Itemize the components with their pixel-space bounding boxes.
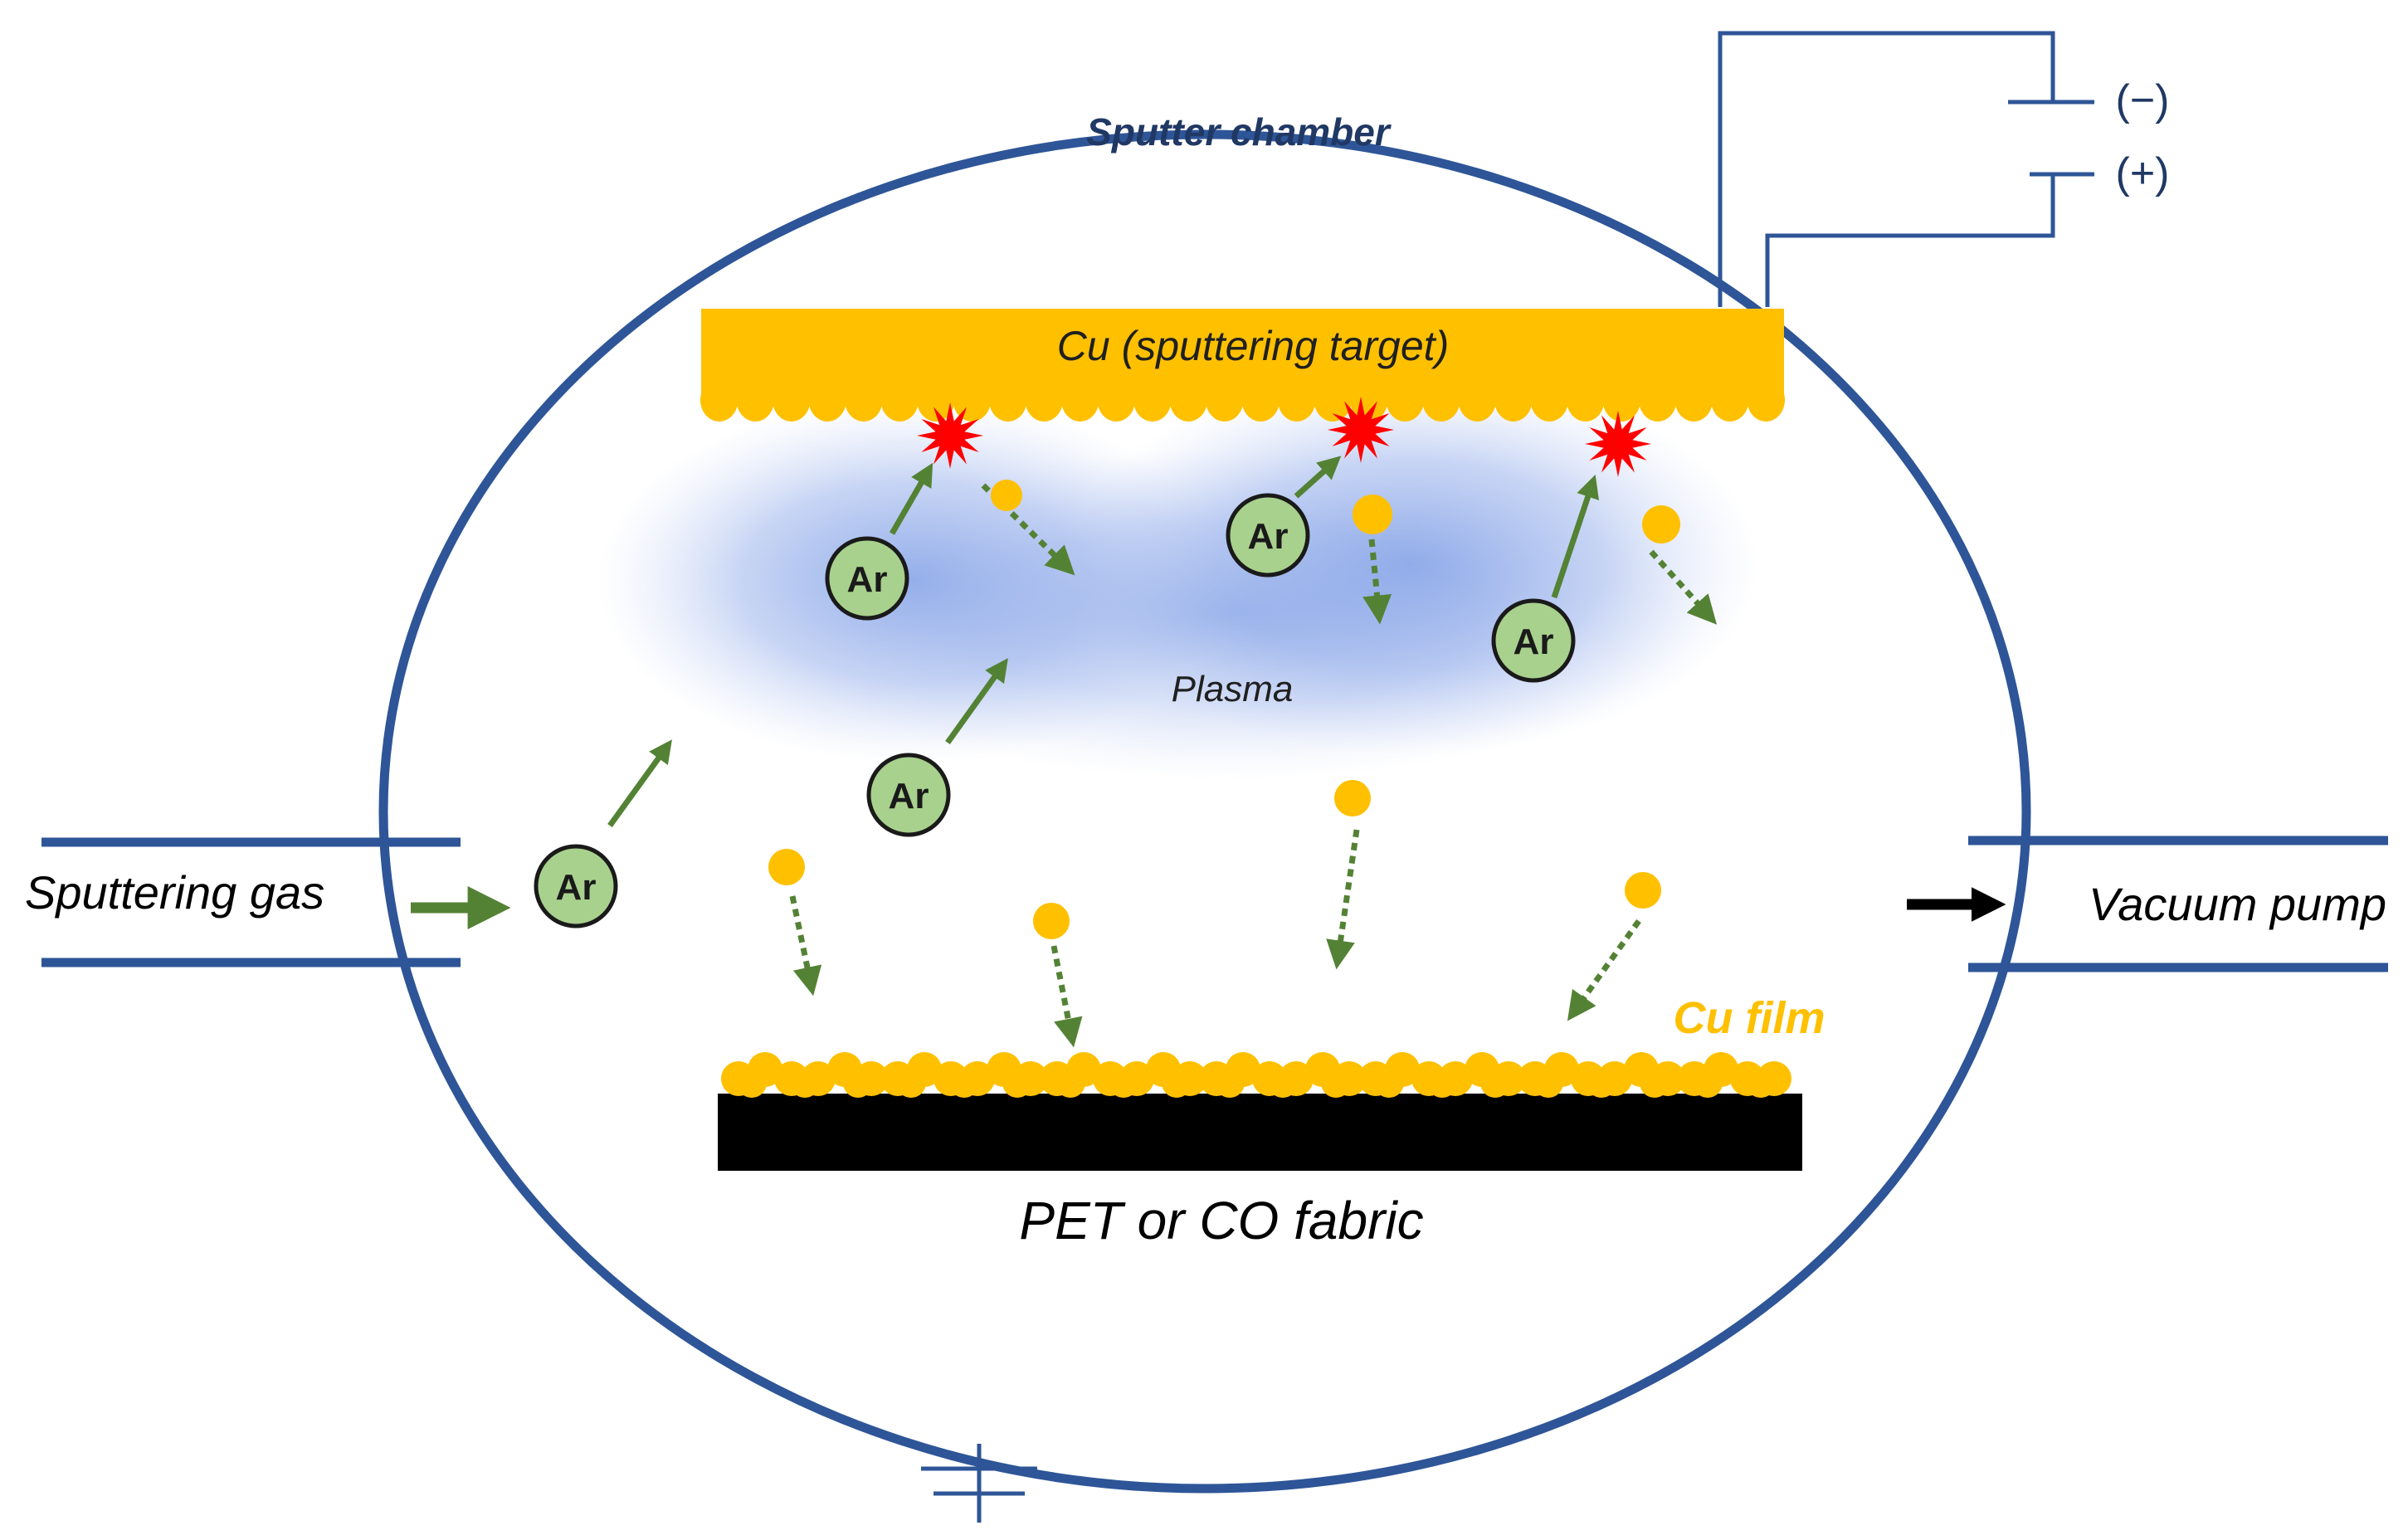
plus-terminal-label: (+) — [2116, 149, 2170, 197]
copper-atom — [1642, 505, 1680, 543]
target-scallop — [1602, 378, 1640, 422]
chamber-label: Sputter chamber — [1086, 110, 1392, 154]
film-atom — [1109, 1068, 1138, 1098]
sputtering-gas-label: Sputtering gas — [25, 866, 324, 919]
film-atom — [1427, 1068, 1457, 1098]
argon-atom: Ar — [1226, 493, 1310, 578]
sputter-chamber — [378, 129, 2031, 1494]
copper-trajectories — [789, 483, 1718, 1048]
copper-atom — [1625, 872, 1661, 909]
target-scallop — [1133, 378, 1172, 422]
film-atom — [1215, 1068, 1245, 1098]
argon-atom-label: Ar — [847, 559, 888, 600]
film-atom — [790, 1068, 820, 1098]
plasma-cloud — [597, 373, 1759, 780]
film-atom — [1533, 1068, 1563, 1098]
copper-atom — [1334, 780, 1371, 816]
film-atom — [1587, 1068, 1616, 1098]
film-atom — [1162, 1068, 1192, 1098]
minus-terminal-label: (−) — [2116, 76, 2170, 124]
target-scallop — [808, 378, 846, 422]
target-scallop — [700, 378, 738, 422]
target-label: Cu (sputtering target) — [1057, 323, 1449, 369]
film-atom — [1480, 1068, 1510, 1098]
target-scallop — [953, 378, 991, 422]
target-scallop — [1206, 378, 1244, 422]
impact-spark — [917, 402, 983, 469]
target-scallop — [1639, 378, 1677, 422]
target-scallop — [1530, 378, 1568, 422]
target-scallop — [1097, 378, 1135, 422]
target-scallop — [1314, 378, 1352, 422]
target-scallop — [736, 378, 774, 422]
target-scallop — [1025, 378, 1063, 422]
copper-atom — [768, 849, 805, 885]
copper-atom — [1033, 903, 1070, 939]
target-scallop — [1061, 378, 1099, 422]
target-scallop — [1278, 378, 1316, 422]
target-scallop — [880, 378, 919, 422]
cu-film-label: Cu film — [1674, 993, 1825, 1043]
film-atom — [1640, 1068, 1670, 1098]
film-atom — [1268, 1068, 1298, 1098]
copper-film — [721, 1052, 1791, 1098]
target-scallop — [989, 378, 1027, 422]
copper-atoms — [768, 480, 1680, 939]
target-scallop — [1386, 378, 1424, 422]
impact-spark — [1585, 411, 1651, 477]
argon-atom-label: Ar — [889, 776, 929, 816]
argon-atom: Ar — [534, 844, 618, 928]
target-scallop — [917, 378, 955, 422]
impact-sparks — [917, 397, 1651, 477]
film-atom — [1693, 1068, 1723, 1098]
copper-atom — [1353, 495, 1392, 534]
target-scallop — [1458, 378, 1496, 422]
argon-atom-label: Ar — [1514, 621, 1554, 662]
vacuum-pump-label: Vacuum pump — [2089, 878, 2386, 930]
argon-atom: Ar — [866, 753, 951, 837]
plasma-label: Plasma — [1172, 669, 1294, 709]
target-scallop — [1169, 378, 1207, 422]
film-atom — [896, 1068, 926, 1098]
target-scallop — [1422, 378, 1460, 422]
film-atom — [843, 1068, 873, 1098]
film-atom — [737, 1068, 767, 1098]
power-supply-circuit — [1718, 31, 2094, 307]
argon-atom-label: Ar — [556, 867, 597, 908]
copper-target — [700, 309, 1785, 422]
target-scallop — [1241, 378, 1280, 422]
argon-paths — [411, 456, 1600, 929]
film-atom — [1746, 1068, 1776, 1098]
target-scallop — [1711, 378, 1749, 422]
substrate-label: PET or CO fabric — [1019, 1191, 1423, 1250]
ground-symbol — [921, 1444, 1037, 1523]
film-atom — [1374, 1068, 1404, 1098]
film-atom — [1055, 1068, 1085, 1098]
film-atom — [949, 1068, 979, 1098]
target-scallop — [1567, 378, 1605, 422]
argon-atom: Ar — [1491, 598, 1576, 683]
argon-atom-label: Ar — [1248, 516, 1289, 557]
pump-outlet-pipe — [1968, 836, 2388, 972]
target-scallop — [845, 378, 883, 422]
impact-spark — [1328, 397, 1394, 463]
target-scallop — [1674, 378, 1713, 422]
target-scallop — [1494, 378, 1533, 422]
target-scallop — [773, 378, 811, 422]
film-atom — [1002, 1068, 1032, 1098]
argon-atom: Ar — [825, 536, 909, 621]
fabric-substrate — [718, 1094, 1802, 1171]
target-scallop — [1747, 378, 1785, 422]
gas-inlet-pipe — [41, 837, 461, 967]
copper-atom — [991, 480, 1022, 511]
film-atom — [1321, 1068, 1351, 1098]
